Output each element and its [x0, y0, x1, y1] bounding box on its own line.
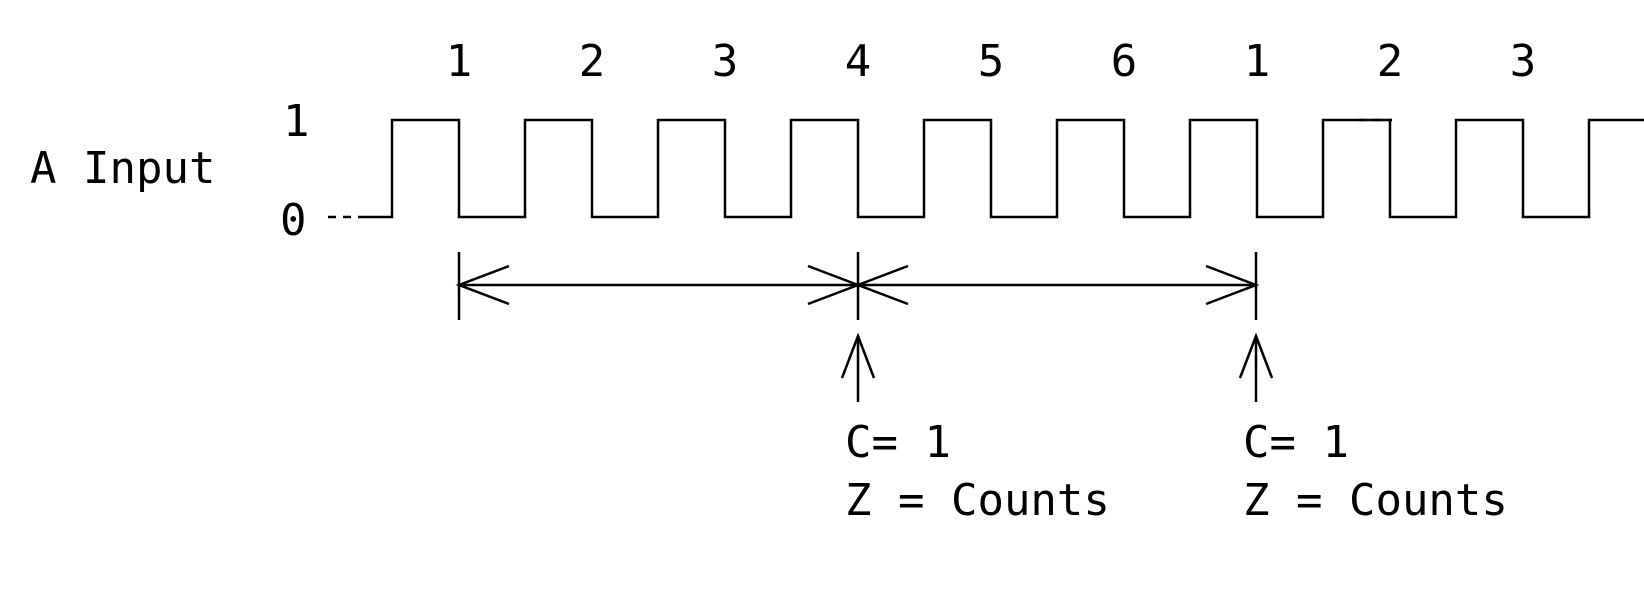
- pulse-number-label: 4: [845, 36, 872, 87]
- pulse-number-label: 3: [1510, 36, 1537, 87]
- marker-1: C= 1 Z = Counts: [840, 332, 1110, 526]
- pulse-number-labels: 123456123456: [446, 36, 1644, 87]
- marker-2-arrowhead: [1238, 332, 1274, 379]
- pulse-number-label: 1: [1244, 36, 1271, 87]
- signal-name-label: A Input: [30, 143, 215, 194]
- marker-2-z-label: Z = Counts: [1243, 475, 1508, 526]
- marker-2-c-label: C= 1: [1243, 417, 1349, 468]
- pulse-number-label: 2: [1377, 36, 1404, 87]
- high-level-label: 1: [283, 96, 310, 147]
- pulse-number-label: 4: [1643, 36, 1644, 87]
- arrowhead-right: [1205, 264, 1260, 306]
- marker-1-z-label: Z = Counts: [845, 475, 1110, 526]
- pulse-number-label: 1: [446, 36, 473, 87]
- low-level-label: 0: [280, 195, 307, 246]
- arrowhead-middle-right: [854, 264, 909, 306]
- square-wave-trace: [358, 118, 1644, 219]
- marker-1-arrowhead: [840, 332, 876, 379]
- pulse-number-label: 5: [978, 36, 1005, 87]
- period-dimension: [455, 252, 1260, 320]
- marker-2: C= 1 Z = Counts: [1238, 332, 1508, 526]
- pulse-number-label: 6: [1111, 36, 1138, 87]
- arrowhead-left: [455, 264, 510, 306]
- marker-1-c-label: C= 1: [845, 417, 951, 468]
- pulse-number-label: 2: [579, 36, 606, 87]
- pulse-number-label: 3: [712, 36, 739, 87]
